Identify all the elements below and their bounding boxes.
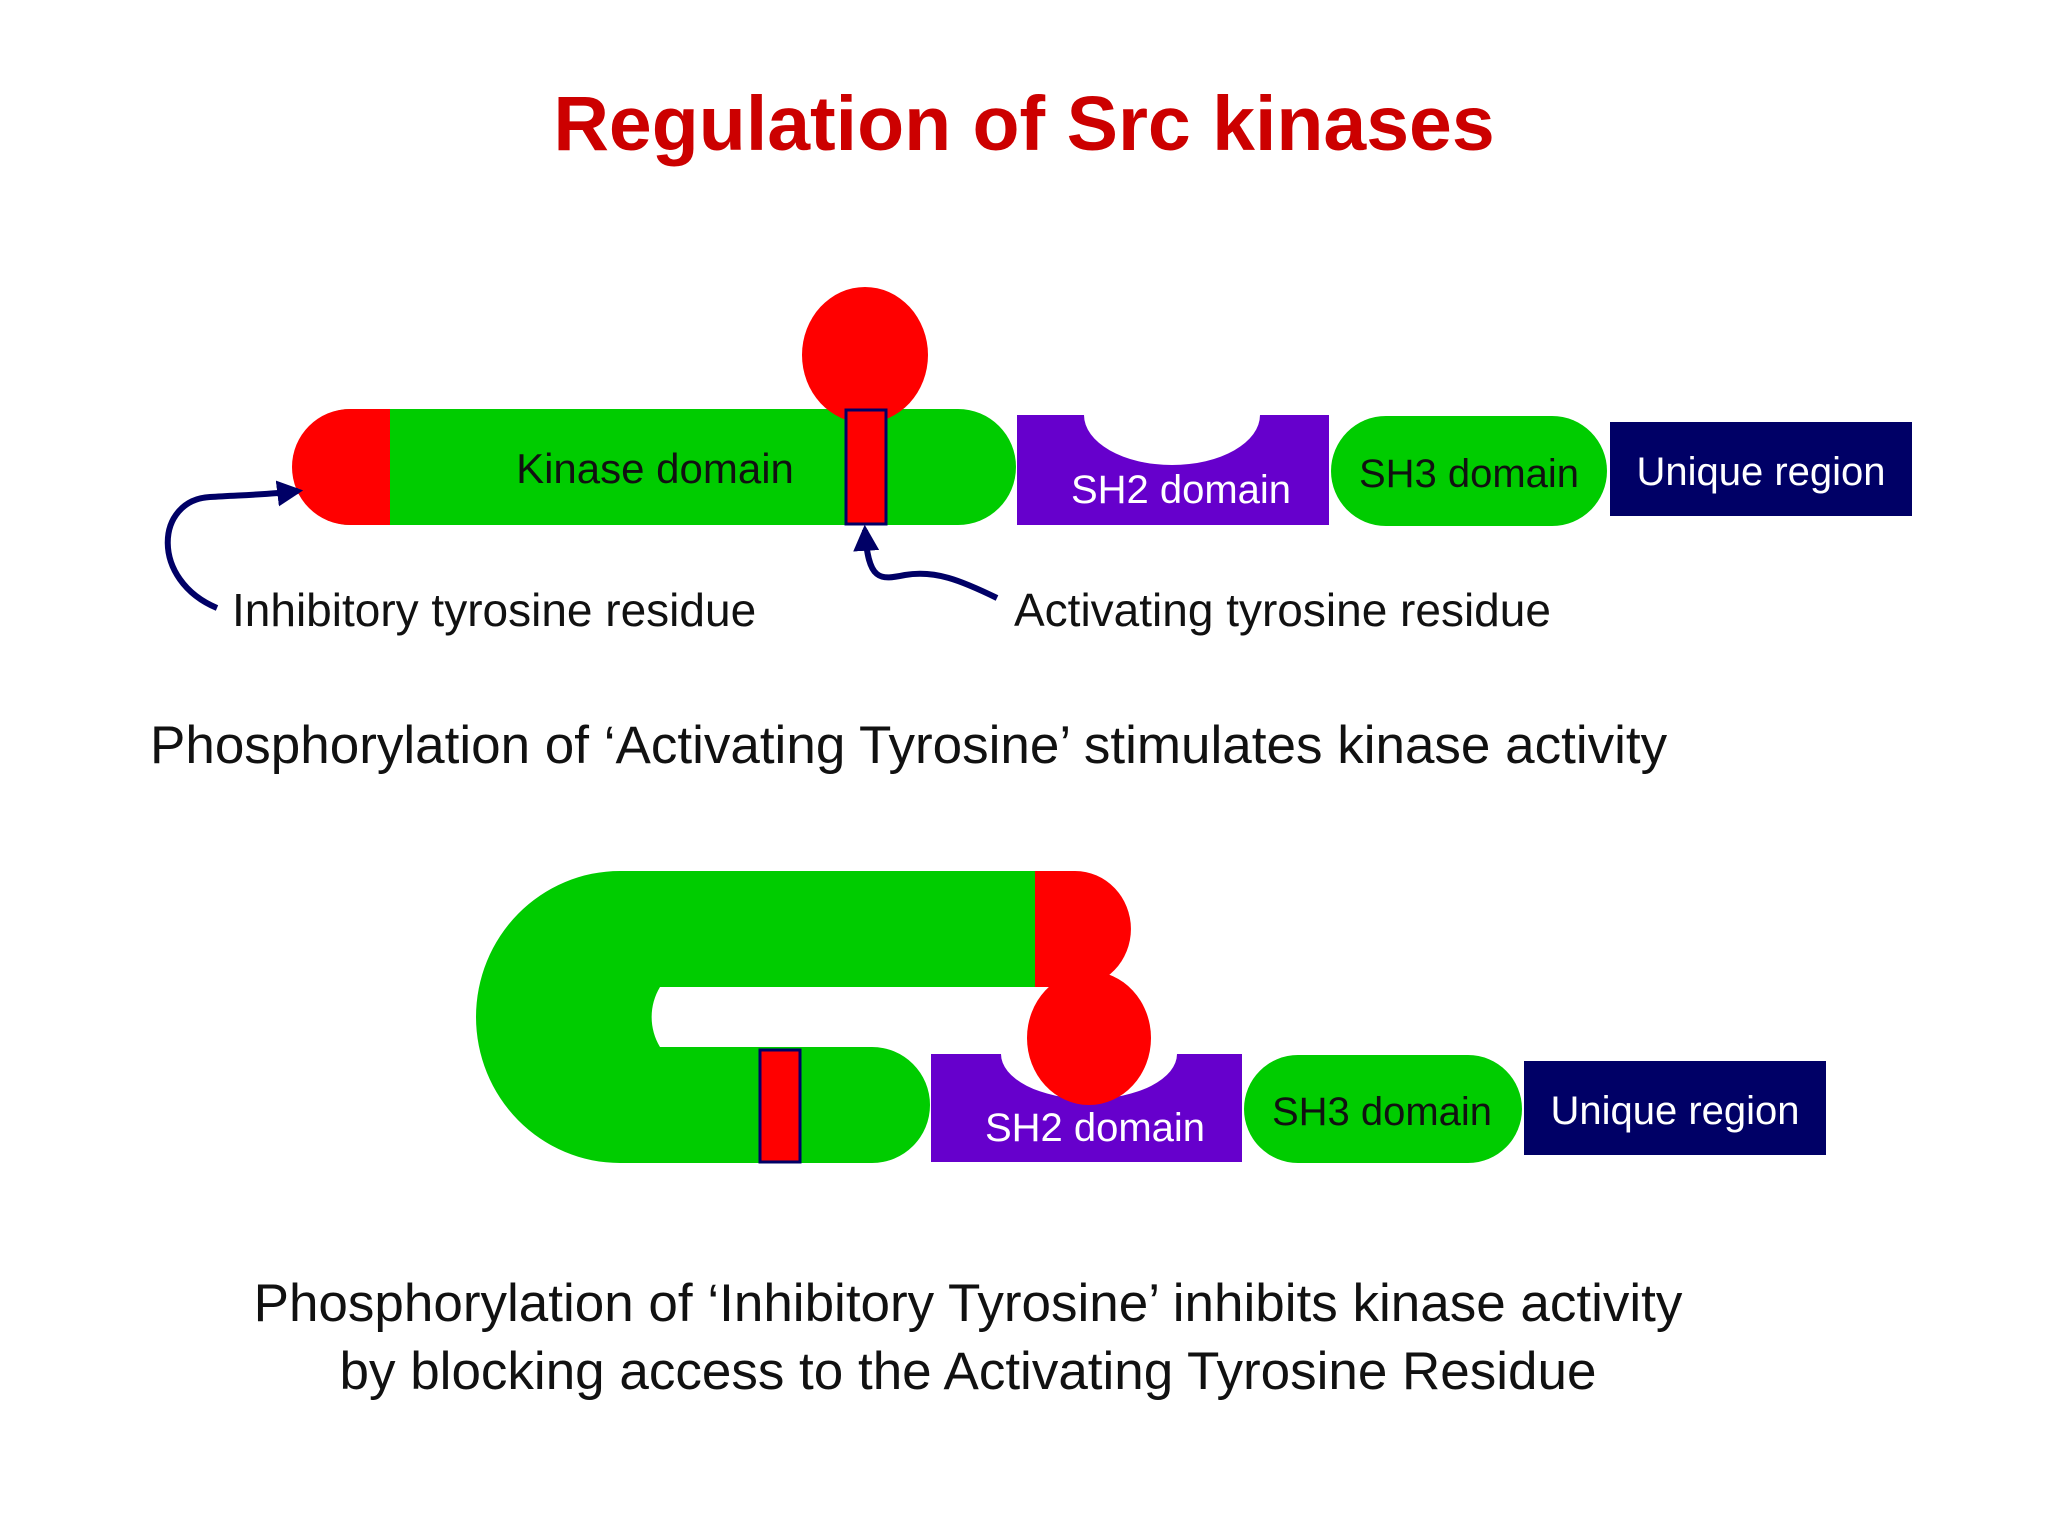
folded-kinase-domain-shape (476, 871, 1035, 1163)
phosphate-circle-bound (1027, 971, 1151, 1105)
unique-region-label-folded: Unique region (1550, 1089, 1799, 1133)
kinase-domain-shape (292, 409, 1016, 525)
sh3-domain-label-folded: SH3 domain (1272, 1090, 1492, 1134)
activating-arrow (853, 524, 999, 601)
unique-region-label: Unique region (1636, 450, 1885, 494)
phosphate-circle (802, 287, 928, 423)
unique-region-shape-folded (1524, 1061, 1826, 1155)
inhibitory-arrow (164, 480, 304, 611)
inhibited-conformation: SH2 domain SH3 domain Unique region (476, 871, 1826, 1164)
sh2-domain-label: SH2 domain (1071, 468, 1291, 512)
activating-tyrosine-bar (844, 408, 888, 526)
kinase-domain-label: Kinase domain (516, 445, 794, 492)
sh3-domain-shape (1331, 416, 1607, 526)
caption-inhibited-line2: by blocking access to the Activating Tyr… (339, 1342, 1597, 1401)
activating-tyrosine-label: Activating tyrosine residue (1014, 584, 1551, 636)
sh2-domain-label-folded: SH2 domain (985, 1106, 1205, 1150)
sh3-domain-label: SH3 domain (1359, 452, 1579, 496)
inhibitory-tyrosine-end (292, 409, 390, 525)
sh2-domain-shape-folded (931, 1054, 1242, 1162)
activating-tyrosine-bar-folded (758, 1048, 802, 1164)
active-conformation: Kinase domain SH2 domain SH3 domain Uniq… (164, 287, 1912, 636)
unique-region-shape (1610, 422, 1912, 516)
caption-active: Phosphorylation of ‘Activating Tyrosine’… (150, 716, 1668, 775)
sh3-domain-shape-folded (1244, 1055, 1522, 1163)
sh2-domain-shape (1017, 415, 1329, 525)
slide-title: Regulation of Src kinases (553, 81, 1495, 167)
inhibitory-tyrosine-label: Inhibitory tyrosine residue (232, 584, 756, 636)
caption-inhibited-line1: Phosphorylation of ‘Inhibitory Tyrosine’… (253, 1274, 1683, 1333)
inhibitory-tyrosine-end-folded (1035, 871, 1131, 987)
